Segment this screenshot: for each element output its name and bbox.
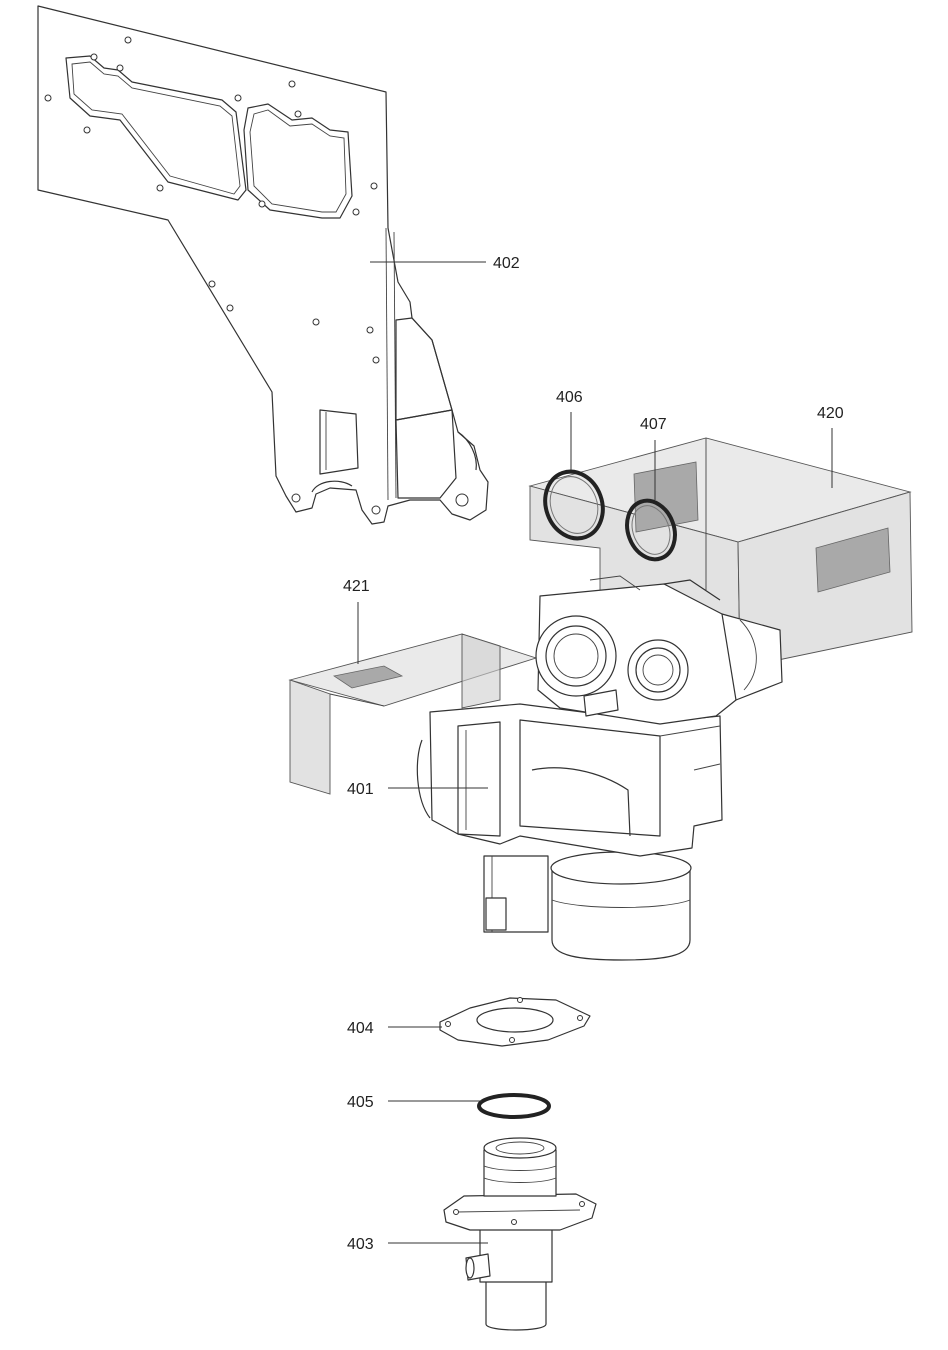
valve-body-401: [416, 575, 783, 961]
part-label-420: 420: [817, 405, 844, 422]
cover-box-421: [288, 633, 538, 795]
part-label-404: 404: [347, 1020, 374, 1037]
part-label-401: 401: [347, 781, 374, 798]
part-label-407: 407: [640, 416, 667, 433]
o-ring-406: [543, 469, 605, 541]
fitting-403: [443, 1137, 597, 1331]
part-label-403: 403: [347, 1236, 374, 1253]
bracket-plate-402: [37, 5, 489, 525]
gasket-404: [439, 997, 591, 1047]
part-label-421: 421: [343, 578, 370, 595]
o-ring-407: [625, 498, 677, 562]
part-label-402: 402: [493, 255, 520, 272]
part-label-406: 406: [556, 389, 583, 406]
part-label-405: 405: [347, 1094, 374, 1111]
o-ring-405: [477, 1093, 551, 1119]
